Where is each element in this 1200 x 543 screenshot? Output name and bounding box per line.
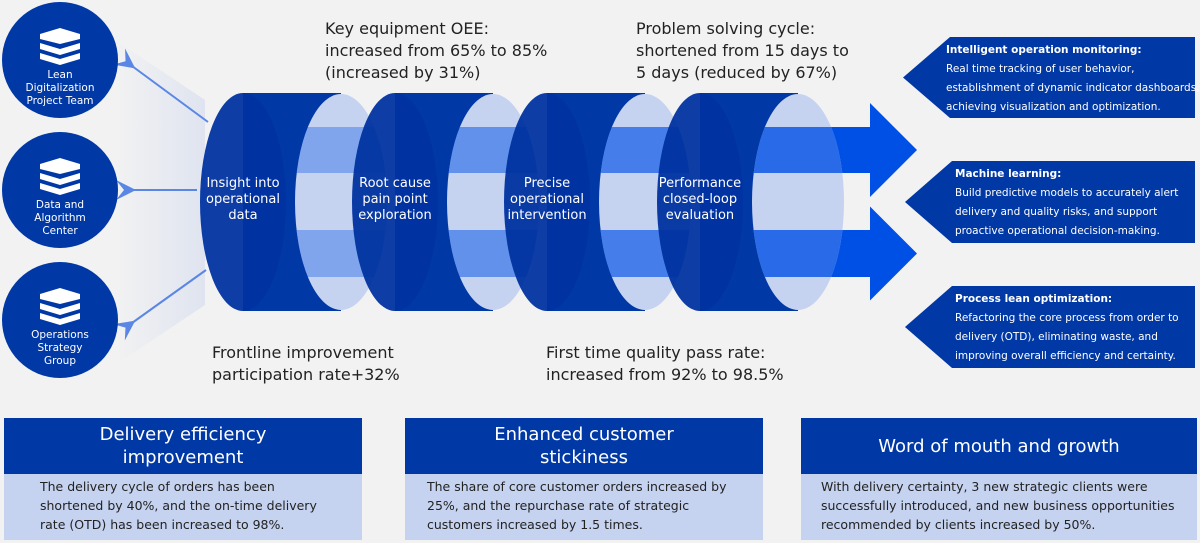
team-label-line: Strategy xyxy=(37,342,83,354)
outcome-description: The delivery cycle of orders has been sho… xyxy=(4,474,362,540)
capability-title: Intelligent operation monitoring: xyxy=(946,44,1142,56)
metric-line: participation rate+32% xyxy=(212,365,400,384)
metric-line: First time quality pass rate: xyxy=(546,343,766,362)
cylinder-front xyxy=(504,93,590,311)
team-label-line: Data and xyxy=(35,199,85,211)
capability-line: achieving visualization and optimization… xyxy=(946,101,1161,113)
outcome-description: With delivery certainty, 3 new strategic… xyxy=(801,474,1197,540)
metric-line: Problem solving cycle: xyxy=(636,19,816,38)
desc-line: rate (OTD) has been increased to 98%. xyxy=(40,517,285,532)
title-line: Word of mouth and growth xyxy=(878,435,1120,457)
metric-quality: First time quality pass rate: increased … xyxy=(546,342,784,386)
stage-label: Performance closed-loop evaluation xyxy=(658,176,742,223)
fan-background xyxy=(115,40,205,365)
stage-label: Insight into operational data xyxy=(206,176,280,223)
capability-title: Process lean optimization: xyxy=(955,293,1113,305)
layers-icon xyxy=(40,288,80,325)
capability-text: Machine learning: Build predictive models… xyxy=(955,165,1178,241)
flow-band xyxy=(752,127,844,173)
team-label-line: Center xyxy=(42,225,78,237)
desc-line: successfully introduced, and new busines… xyxy=(821,498,1175,513)
team-label-line: Operations xyxy=(31,329,89,341)
capability-text: Intelligent operation monitoring: Real ti… xyxy=(946,41,1200,117)
team-label-line: Project Team xyxy=(26,95,94,107)
capability-line: Build predictive models to accurately al… xyxy=(955,187,1179,199)
capability-callout xyxy=(903,37,1195,118)
capability-line: establishment of dynamic indicator dashb… xyxy=(946,82,1200,94)
capability-line: improving overall efficiency and certain… xyxy=(955,350,1176,362)
flow-band xyxy=(752,230,844,277)
metric-line: (increased by 31%) xyxy=(325,63,481,82)
metric-line: increased from 65% to 85% xyxy=(325,41,548,60)
cylinder-front xyxy=(352,93,438,311)
capability-line: proactive operational decision-making. xyxy=(955,225,1160,237)
desc-line: recommended by clients increased by 50%. xyxy=(821,517,1096,532)
capability-line: Refactoring the core process from order … xyxy=(955,312,1179,324)
capability-callout xyxy=(905,286,1195,368)
desc-line: The share of core customer orders increa… xyxy=(427,479,727,494)
cylinder-front xyxy=(200,93,286,311)
capability-callout xyxy=(905,161,1195,243)
outcome-description: The share of core customer orders increa… xyxy=(405,474,763,540)
metric-line: Frontline improvement xyxy=(212,343,394,362)
capability-line: delivery and quality risks, and support xyxy=(955,206,1158,218)
capability-text: Process lean optimization: Refactoring th… xyxy=(955,290,1179,366)
desc-line: shortened by 40%, and the on-time delive… xyxy=(40,498,317,513)
desc-line: With delivery certainty, 3 new strategic… xyxy=(821,479,1148,494)
desc-line: The delivery cycle of orders has been xyxy=(40,479,275,494)
metric-oee: Key equipment OEE: increased from 65% to… xyxy=(325,18,547,84)
team-label-line: Lean xyxy=(47,69,73,81)
title-line: improvement xyxy=(122,447,244,468)
metric-frontline: Frontline improvement participation rate… xyxy=(212,342,400,386)
team-label-line: Group xyxy=(44,355,76,367)
outcome-word-of-mouth: Word of mouth and growth With delivery c… xyxy=(801,418,1197,540)
metric-line: 5 days (reduced by 67%) xyxy=(636,63,838,82)
team-label-line: Digitalization xyxy=(25,82,95,94)
cylinder-front xyxy=(657,93,743,311)
title-line: Delivery efficiency xyxy=(99,424,267,445)
desc-line: customers increased by 1.5 times. xyxy=(427,517,643,532)
layers-icon xyxy=(40,28,80,65)
flow-arrow xyxy=(798,103,917,197)
metric-line: shortened from 15 days to xyxy=(636,41,849,60)
stage-label: Root cause pain point exploration xyxy=(358,176,432,223)
title-line: stickiness xyxy=(539,447,628,468)
capability-line: Real time tracking of user behavior, xyxy=(946,63,1135,75)
connector-arrow-1 xyxy=(113,48,209,123)
cylinder-back xyxy=(752,94,844,310)
stage-label: Precise operational intervention xyxy=(507,176,587,223)
metric-line: Key equipment OEE: xyxy=(325,19,489,38)
outcome-title: Word of mouth and growth xyxy=(801,418,1197,474)
metric-problem-cycle: Problem solving cycle: shortened from 15… xyxy=(636,18,849,84)
metric-line: increased from 92% to 98.5% xyxy=(546,365,784,384)
layers-icon xyxy=(40,158,80,195)
title-line: Enhanced customer xyxy=(494,424,674,445)
connector-arrow-3 xyxy=(113,269,207,341)
team-label-line: Algorithm xyxy=(34,212,86,224)
desc-line: 25%, and the repurchase rate of strategi… xyxy=(427,498,690,513)
capability-title: Machine learning: xyxy=(955,168,1062,180)
capability-line: delivery (OTD), eliminating waste, and xyxy=(955,331,1158,343)
